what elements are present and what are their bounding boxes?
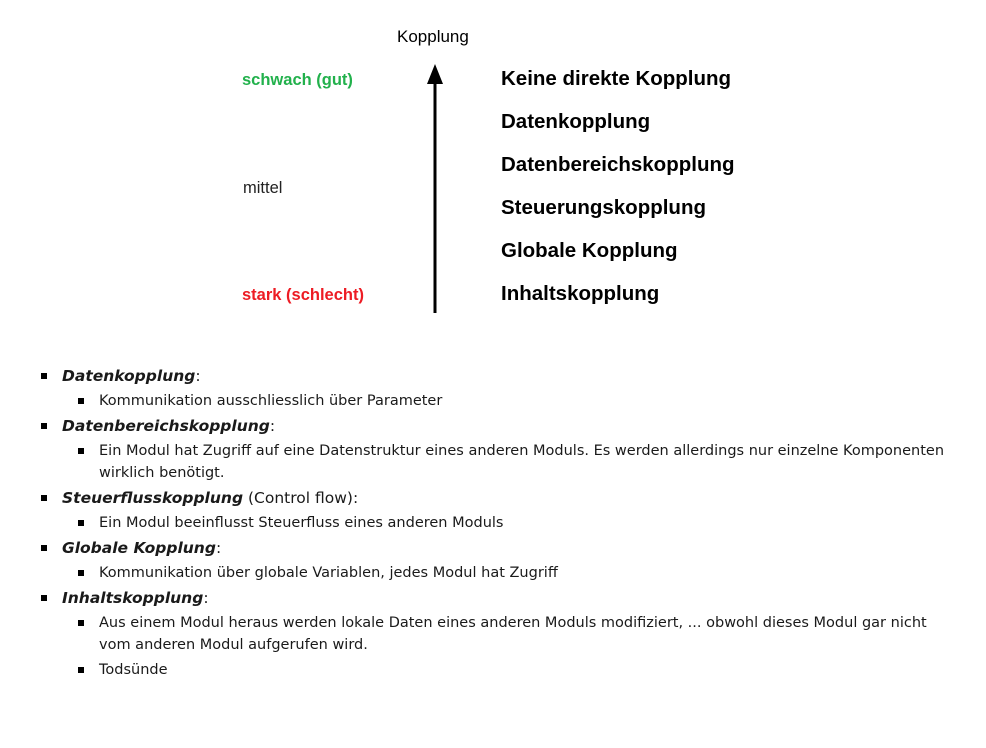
square-bullet-icon bbox=[41, 373, 47, 379]
term-suffix: : bbox=[195, 367, 201, 385]
list-item: Globale Kopplung: bbox=[40, 537, 960, 559]
detail-text: Ein Modul hat Zugriff auf eine Datenstru… bbox=[99, 443, 945, 481]
square-bullet-icon bbox=[78, 520, 84, 526]
detail-text: Ein Modul beeinflusst Steuerfluss eines … bbox=[99, 515, 504, 531]
list-subitem: Ein Modul beeinflusst Steuerfluss eines … bbox=[40, 512, 960, 534]
list-subitem: Todsünde bbox=[40, 659, 960, 681]
coupling-level: Datenkopplung bbox=[501, 110, 651, 133]
term-suffix: : bbox=[269, 417, 276, 435]
term: Inhaltskopplung bbox=[62, 589, 204, 607]
list-subitem: Kommunikation ausschliesslich über Param… bbox=[40, 390, 960, 412]
square-bullet-icon bbox=[78, 570, 84, 576]
square-bullet-icon bbox=[78, 448, 84, 454]
square-bullet-icon bbox=[41, 423, 47, 429]
coupling-diagram: Kopplung schwach (gut) mittel stark (sch… bbox=[0, 0, 986, 330]
term: Datenbereichskopplung bbox=[62, 417, 270, 435]
term-suffix: : bbox=[203, 589, 209, 607]
list-subitem: Kommunikation über globale Variablen, je… bbox=[40, 562, 960, 584]
term-suffix: (Control flow): bbox=[243, 489, 359, 507]
list-subitem: Ein Modul hat Zugriff auf eine Datenstru… bbox=[40, 440, 960, 484]
term: Steuerflusskopplung bbox=[62, 489, 244, 507]
scale-label-medium: mittel bbox=[243, 179, 283, 197]
detail-text: Aus einem Modul heraus werden lokale Dat… bbox=[99, 615, 927, 653]
detail-text: Kommunikation ausschliesslich über Param… bbox=[99, 393, 443, 409]
coupling-notes-list: Datenkopplung: Kommunikation ausschliess… bbox=[40, 362, 960, 681]
square-bullet-icon bbox=[41, 545, 47, 551]
detail-text: Kommunikation über globale Variablen, je… bbox=[99, 565, 558, 581]
scale-label-weak: schwach (gut) bbox=[242, 71, 353, 89]
list-item: Steuerflusskopplung (Control flow): bbox=[40, 487, 960, 509]
square-bullet-icon bbox=[78, 667, 84, 673]
coupling-level: Datenbereichskopplung bbox=[501, 153, 735, 176]
list-subitem: Aus einem Modul heraus werden lokale Dat… bbox=[40, 612, 960, 656]
coupling-level: Steuerungskopplung bbox=[501, 196, 706, 219]
coupling-level: Globale Kopplung bbox=[501, 239, 678, 262]
square-bullet-icon bbox=[78, 398, 84, 404]
term: Datenkopplung bbox=[62, 367, 196, 385]
axis-title: Kopplung bbox=[397, 27, 469, 46]
square-bullet-icon bbox=[78, 620, 84, 626]
list-item: Datenbereichskopplung: bbox=[40, 415, 960, 437]
term-suffix: : bbox=[215, 539, 222, 557]
term: Globale Kopplung bbox=[62, 539, 216, 557]
scale-label-strong: stark (schlecht) bbox=[242, 286, 364, 304]
list-item: Inhaltskopplung: bbox=[40, 587, 960, 609]
list-item: Datenkopplung: bbox=[40, 365, 960, 387]
square-bullet-icon bbox=[41, 595, 47, 601]
detail-text: Todsünde bbox=[99, 662, 168, 678]
arrow-up-icon bbox=[427, 64, 443, 313]
square-bullet-icon bbox=[41, 495, 47, 501]
coupling-level: Inhaltskopplung bbox=[501, 282, 660, 305]
coupling-level: Keine direkte Kopplung bbox=[501, 67, 732, 90]
